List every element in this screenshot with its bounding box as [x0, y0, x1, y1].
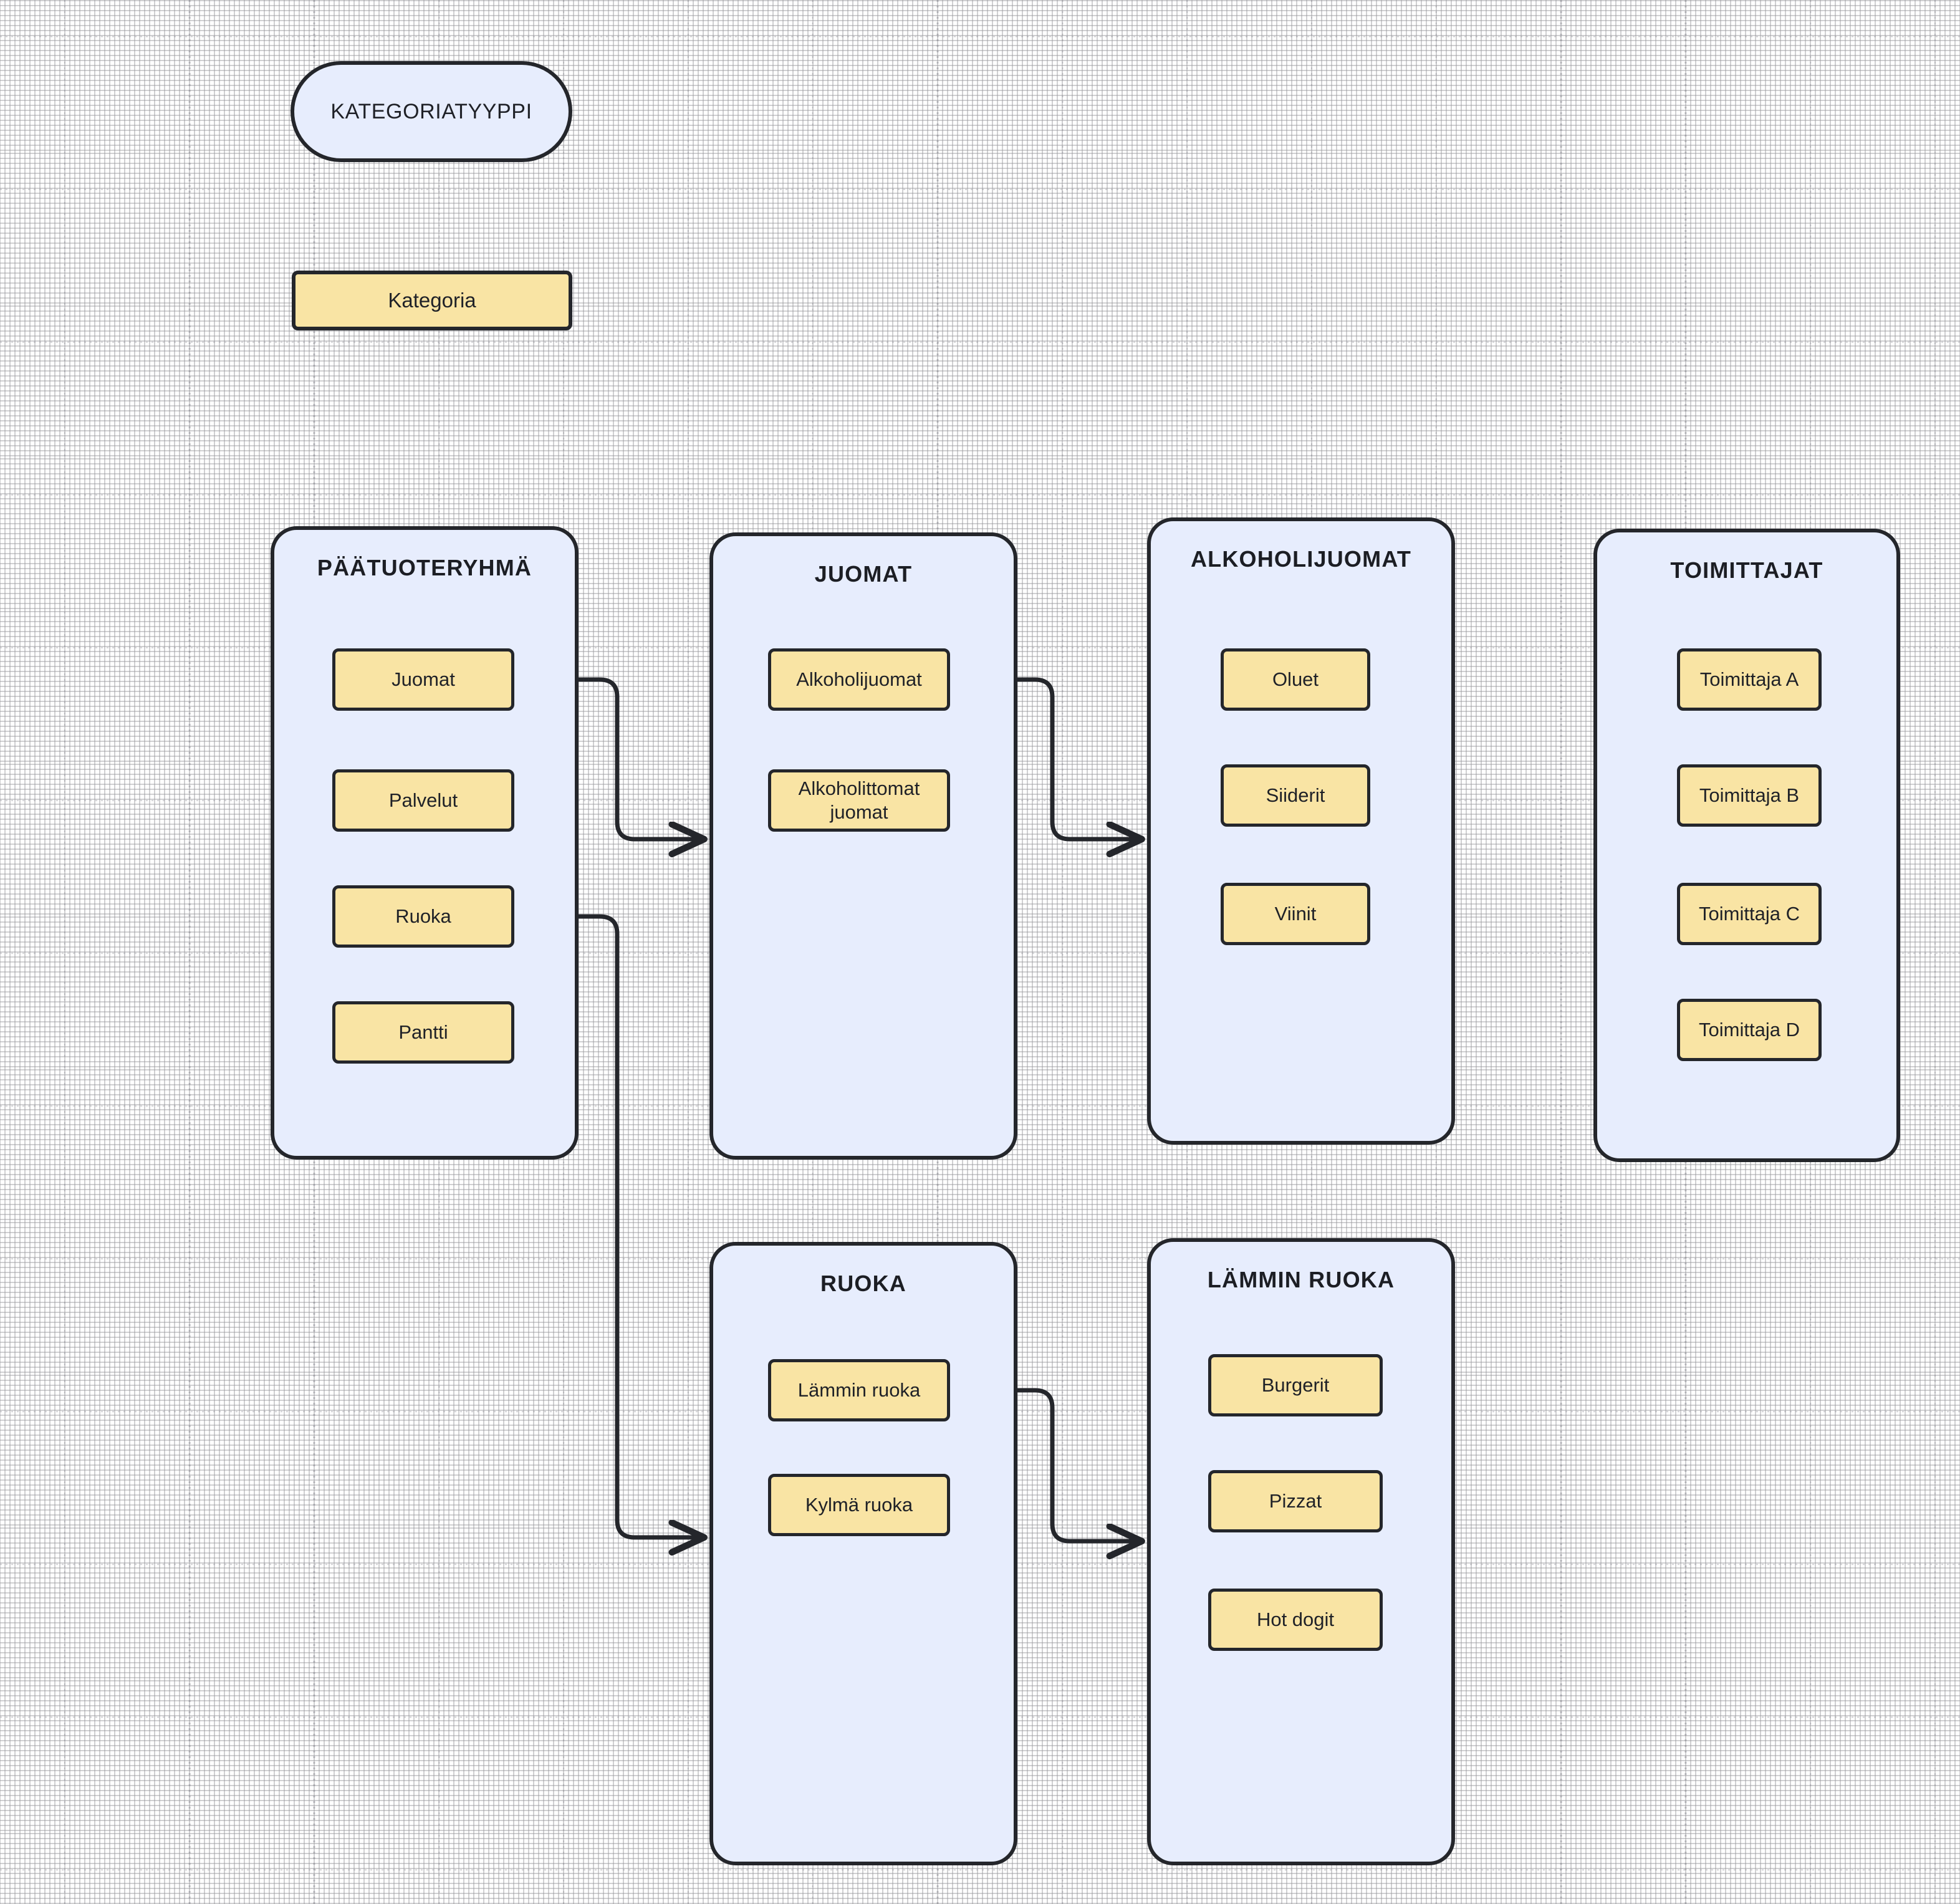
category-card[interactable]: Toimittaja A [1677, 648, 1822, 711]
category-card-label: Viinit [1274, 903, 1317, 925]
category-card[interactable]: Hot dogit [1208, 1589, 1383, 1651]
group-title-lammin-ruoka: LÄMMIN RUOKA [1207, 1267, 1395, 1292]
legend-category-type-label: KATEGORIATYYPPI [330, 99, 532, 123]
category-card[interactable]: Ruoka [332, 885, 514, 948]
category-card-label: Burgerit [1261, 1374, 1330, 1397]
category-card[interactable]: Viinit [1221, 883, 1370, 945]
category-card[interactable]: Pizzat [1208, 1470, 1383, 1532]
category-card-label: Alkoholijuomat [796, 668, 922, 691]
category-card-label: Toimittaja D [1699, 1019, 1800, 1041]
group-title-alkoholijuomat: ALKOHOLIJUOMAT [1190, 546, 1412, 572]
group-title-ruoka: RUOKA [820, 1271, 906, 1296]
category-card-label: Ruoka [395, 905, 451, 928]
category-card[interactable]: Kylmä ruoka [768, 1474, 950, 1536]
category-card-label: Pantti [398, 1021, 448, 1044]
category-card-label: Kylmä ruoka [805, 1494, 913, 1516]
category-card-label: Palvelut [388, 789, 458, 812]
group-title-juomat: JUOMAT [814, 561, 913, 587]
category-card[interactable]: Toimittaja D [1677, 999, 1822, 1061]
group-container-juomat[interactable]: JUOMAT [709, 532, 1017, 1160]
group-container-alkoholijuomat[interactable]: ALKOHOLIJUOMAT [1147, 517, 1455, 1145]
category-card-label: Toimittaja A [1699, 668, 1799, 691]
category-card[interactable]: Alkoholittomat juomat [768, 769, 950, 832]
category-card-label: Siiderit [1266, 784, 1325, 807]
category-card[interactable]: Palvelut [332, 769, 514, 832]
category-card[interactable]: Lämmin ruoka [768, 1359, 950, 1421]
category-card-label: Alkoholittomat juomat [798, 777, 920, 823]
legend-category-type-shape: KATEGORIATYYPPI [291, 61, 572, 162]
category-card-label: Toimittaja B [1699, 784, 1800, 807]
category-card-label: Pizzat [1269, 1490, 1322, 1512]
category-card[interactable]: Pantti [332, 1001, 514, 1064]
group-title-toimittajat: TOIMITTAJAT [1670, 557, 1823, 583]
legend-category-label: Kategoria [388, 289, 476, 312]
category-card-label: Hot dogit [1256, 1608, 1335, 1631]
group-title-paatuoteryhma: PÄÄTUOTERYHMÄ [317, 555, 532, 580]
legend-category-shape: Kategoria [292, 271, 572, 330]
category-card[interactable]: Juomat [332, 648, 514, 711]
category-card-label: Juomat [392, 668, 455, 691]
group-container-paatuoteryhma[interactable]: PÄÄTUOTERYHMÄ [271, 526, 579, 1160]
category-card[interactable]: Burgerit [1208, 1354, 1383, 1416]
category-card[interactable]: Siiderit [1221, 764, 1370, 827]
group-container-ruoka[interactable]: RUOKA [709, 1242, 1017, 1865]
group-container-lammin-ruoka[interactable]: LÄMMIN RUOKA [1147, 1238, 1455, 1865]
group-container-toimittajat[interactable]: TOIMITTAJAT [1593, 529, 1900, 1162]
category-card-label: Toimittaja C [1699, 903, 1800, 925]
category-card[interactable]: Toimittaja C [1677, 883, 1822, 945]
category-card-label: Oluet [1272, 668, 1319, 691]
category-card[interactable]: Alkoholijuomat [768, 648, 950, 711]
category-card[interactable]: Toimittaja B [1677, 764, 1822, 827]
category-card-label: Lämmin ruoka [797, 1379, 921, 1402]
category-card[interactable]: Oluet [1221, 648, 1370, 711]
